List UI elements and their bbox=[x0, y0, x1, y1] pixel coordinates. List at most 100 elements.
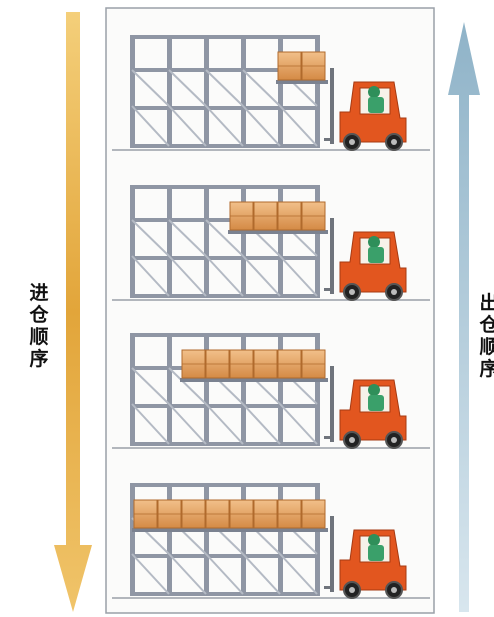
forklift-fork bbox=[324, 436, 334, 439]
rack-beam bbox=[130, 592, 320, 596]
rack-brace bbox=[168, 553, 207, 595]
rack-upright bbox=[204, 483, 209, 596]
rack-beam bbox=[130, 554, 320, 558]
pallet bbox=[180, 378, 328, 382]
rack-upright bbox=[204, 333, 209, 446]
forklift bbox=[324, 516, 407, 599]
forklift-hub bbox=[349, 587, 355, 593]
forklift-hub bbox=[349, 139, 355, 145]
rack-upright bbox=[130, 35, 135, 148]
pallet bbox=[228, 230, 328, 234]
rack-beam bbox=[130, 218, 320, 222]
rack-brace bbox=[131, 553, 170, 595]
forklift-hub bbox=[349, 289, 355, 295]
rack-upright bbox=[241, 333, 246, 446]
rack-brace bbox=[168, 367, 207, 405]
forklift-fork bbox=[324, 586, 334, 589]
rack-upright bbox=[167, 185, 172, 298]
rack-upright bbox=[278, 333, 283, 446]
rack-brace bbox=[205, 105, 244, 147]
rack-upright bbox=[315, 333, 320, 446]
rack-brace bbox=[242, 69, 281, 107]
rack-upright bbox=[278, 185, 283, 298]
rack-beam bbox=[130, 106, 320, 110]
rack-beam bbox=[130, 185, 320, 189]
in-order-char: 仓 bbox=[29, 304, 49, 326]
rack-brace bbox=[242, 553, 281, 595]
rack-upright bbox=[204, 185, 209, 298]
forklift-mast bbox=[330, 218, 334, 294]
forklift-mast bbox=[330, 68, 334, 144]
rack-upright bbox=[130, 185, 135, 298]
rack-beam bbox=[130, 35, 320, 39]
driver-head bbox=[368, 384, 380, 396]
driver-head bbox=[368, 236, 380, 248]
forklift-hub bbox=[391, 587, 397, 593]
rack-brace bbox=[131, 105, 170, 147]
rack-brace bbox=[168, 255, 207, 297]
rack-brace bbox=[205, 553, 244, 595]
forklift-mast bbox=[330, 516, 334, 592]
in-order-char: 序 bbox=[29, 348, 49, 370]
out-order-char: 出 bbox=[479, 292, 494, 314]
rack-brace bbox=[205, 255, 244, 297]
rack-row-1 bbox=[112, 35, 430, 151]
driver-head bbox=[368, 86, 380, 98]
rack-beam bbox=[130, 442, 320, 446]
in-order-char: 顺 bbox=[29, 326, 49, 348]
rack-brace bbox=[131, 219, 170, 257]
forklift-fork bbox=[324, 288, 334, 291]
rack-upright bbox=[167, 333, 172, 446]
rack-brace bbox=[131, 69, 170, 107]
rack-brace bbox=[131, 403, 170, 445]
rack-upright bbox=[167, 483, 172, 596]
forklift-mast bbox=[330, 366, 334, 442]
forklift bbox=[324, 68, 407, 151]
rack-brace bbox=[168, 69, 207, 107]
forklift-fork bbox=[324, 138, 334, 141]
rack-beam bbox=[130, 294, 320, 298]
out-order-label: 出 仓 顺 序 bbox=[478, 292, 494, 380]
rack-upright bbox=[130, 483, 135, 596]
rack-brace bbox=[279, 553, 318, 595]
pallet bbox=[132, 528, 328, 532]
rack-brace bbox=[279, 403, 318, 445]
forklift-hub bbox=[391, 437, 397, 443]
out-order-char: 序 bbox=[479, 358, 494, 380]
rack-row-4 bbox=[112, 483, 430, 599]
rack-upright bbox=[315, 35, 320, 148]
rack-row-3 bbox=[112, 333, 430, 449]
forklift bbox=[324, 366, 407, 449]
driver-head bbox=[368, 534, 380, 546]
in-order-label: 进 仓 顺 序 bbox=[28, 282, 50, 370]
forklift-hub bbox=[349, 437, 355, 443]
rack-upright bbox=[241, 483, 246, 596]
rack-beam bbox=[130, 404, 320, 408]
forklift bbox=[324, 218, 407, 301]
rack-upright bbox=[167, 35, 172, 148]
rack-beam bbox=[130, 144, 320, 148]
rack-upright bbox=[130, 333, 135, 446]
driver-body bbox=[368, 97, 384, 113]
forklift-hub bbox=[391, 289, 397, 295]
rack-brace bbox=[242, 255, 281, 297]
out-order-char: 仓 bbox=[479, 314, 494, 336]
pallet bbox=[276, 80, 328, 84]
rack-beam bbox=[130, 68, 320, 72]
out-order-arrow bbox=[448, 22, 480, 612]
rack-upright bbox=[278, 35, 283, 148]
rack-upright bbox=[315, 185, 320, 298]
driver-body bbox=[368, 247, 384, 263]
rack-brace bbox=[168, 219, 207, 257]
rack-brace bbox=[168, 105, 207, 147]
rack-upright bbox=[278, 483, 283, 596]
rack-upright bbox=[241, 35, 246, 148]
rack-brace bbox=[205, 69, 244, 107]
rack-beam bbox=[130, 256, 320, 260]
rack-row-2 bbox=[112, 185, 430, 301]
rack-beam bbox=[130, 333, 320, 337]
forklift-hub bbox=[391, 139, 397, 145]
rack-brace bbox=[131, 367, 170, 405]
rack-brace bbox=[279, 255, 318, 297]
